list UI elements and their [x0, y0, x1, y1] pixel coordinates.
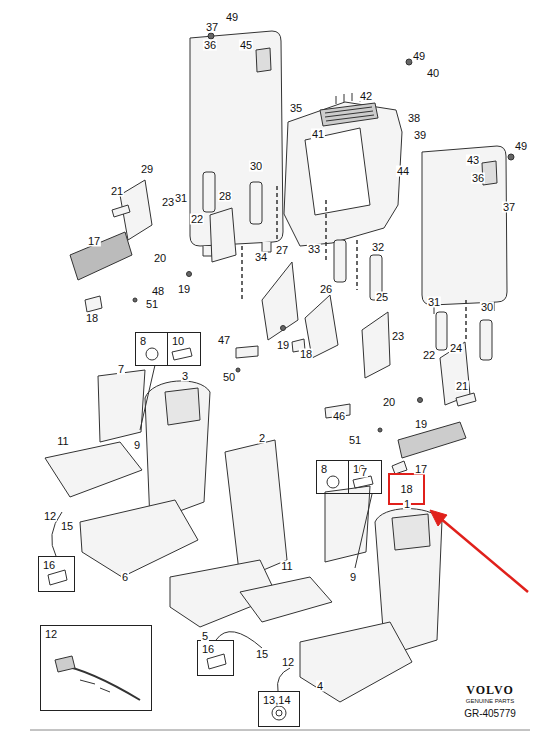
callout-number: 21: [455, 381, 469, 392]
callout-number: 26: [319, 284, 333, 295]
callout-number: 20: [153, 253, 167, 264]
callout-box: 16: [38, 556, 75, 592]
diagram-id: GR-405779: [463, 708, 517, 719]
callout-box: 8: [135, 332, 168, 366]
callout-box: 16: [197, 640, 234, 676]
callout-number: 35: [289, 103, 303, 114]
callout-number: 6: [121, 572, 129, 583]
callout-number: 18: [299, 349, 313, 360]
callout-number: 5: [201, 631, 209, 642]
callout-number: 23: [161, 197, 175, 208]
callout-number: 2: [258, 433, 266, 444]
callout-number: 47: [217, 335, 231, 346]
callout-number: 41: [311, 129, 325, 140]
callout-number: 37: [502, 202, 516, 213]
callout-number: 36: [203, 40, 217, 51]
callout-number: 21: [110, 186, 124, 197]
callout-box: 10: [167, 332, 201, 366]
callout-number: 28: [218, 191, 232, 202]
callout-box: 12: [40, 625, 152, 711]
callout-number: 22: [190, 214, 204, 225]
callout-number: 49: [225, 12, 239, 23]
callout-number: 9: [133, 440, 141, 451]
callout-number: 12: [44, 629, 58, 640]
callout-number: 29: [140, 164, 154, 175]
callout-number: 24: [449, 343, 463, 354]
callout-number: 44: [396, 166, 410, 177]
callout-number: 32: [371, 242, 385, 253]
callout-number: 31: [427, 297, 441, 308]
callout-number: 8: [320, 464, 328, 475]
callout-number: 19: [177, 284, 191, 295]
callout-number: 17: [414, 464, 428, 475]
callout-number: 15: [255, 649, 269, 660]
callout-number: 22: [422, 350, 436, 361]
callout-number: 40: [426, 68, 440, 79]
callout-number: 8: [139, 336, 147, 347]
callout-number: 49: [412, 51, 426, 62]
callout-number: 43: [466, 155, 480, 166]
callout-number: 25: [375, 292, 389, 303]
callout-number: 31: [174, 193, 188, 204]
callout-number: 19: [276, 340, 290, 351]
callout-number: 30: [480, 302, 494, 313]
brand-tagline: GENUINE PARTS: [465, 698, 515, 704]
callout-number: 19: [414, 419, 428, 430]
callout-number: 12: [43, 511, 57, 522]
callout-number: 11: [280, 561, 293, 572]
callout-number: 48: [151, 286, 165, 297]
callout-number: 51: [348, 435, 362, 446]
callout-number: 20: [382, 397, 396, 408]
callout-number: 13,14: [262, 695, 292, 706]
callout-number: 30: [249, 161, 263, 172]
callout-number: 9: [349, 572, 357, 583]
callout-number: 18: [85, 313, 99, 324]
callout-number: 39: [413, 130, 427, 141]
callout-number: 11: [56, 436, 69, 447]
callout-number: 10: [171, 336, 185, 347]
callout-number: 23: [391, 331, 405, 342]
callout-number: 45: [239, 40, 253, 51]
callout-number: 7: [360, 467, 368, 478]
callout-number: 38: [407, 113, 421, 124]
callout-number: 4: [316, 681, 324, 692]
callout-number: 42: [359, 91, 373, 102]
callout-number: 15: [60, 521, 74, 532]
brand-logo: VOLVO: [465, 685, 514, 696]
callout-number: 16: [42, 560, 56, 571]
callout-number: 18: [399, 484, 413, 495]
callout-number: 46: [332, 411, 346, 422]
callout-box: 13,14: [258, 691, 300, 727]
callout-number: 17: [87, 236, 101, 247]
callout-number: 16: [201, 644, 215, 655]
callout-number: 50: [222, 372, 236, 383]
callout-number: 49: [514, 141, 528, 152]
callout-number: 51: [145, 299, 159, 310]
callout-number: 1: [403, 499, 411, 510]
callout-box: 8: [316, 460, 349, 494]
callout-number: 7: [117, 364, 125, 375]
callout-number: 33: [307, 244, 321, 255]
callout-number: 27: [275, 245, 289, 256]
callout-number: 3: [181, 371, 189, 382]
callout-number: 34: [254, 252, 268, 263]
callout-number: 37: [205, 22, 219, 33]
callout-number: 36: [471, 173, 485, 184]
callout-number: 12: [281, 657, 295, 668]
